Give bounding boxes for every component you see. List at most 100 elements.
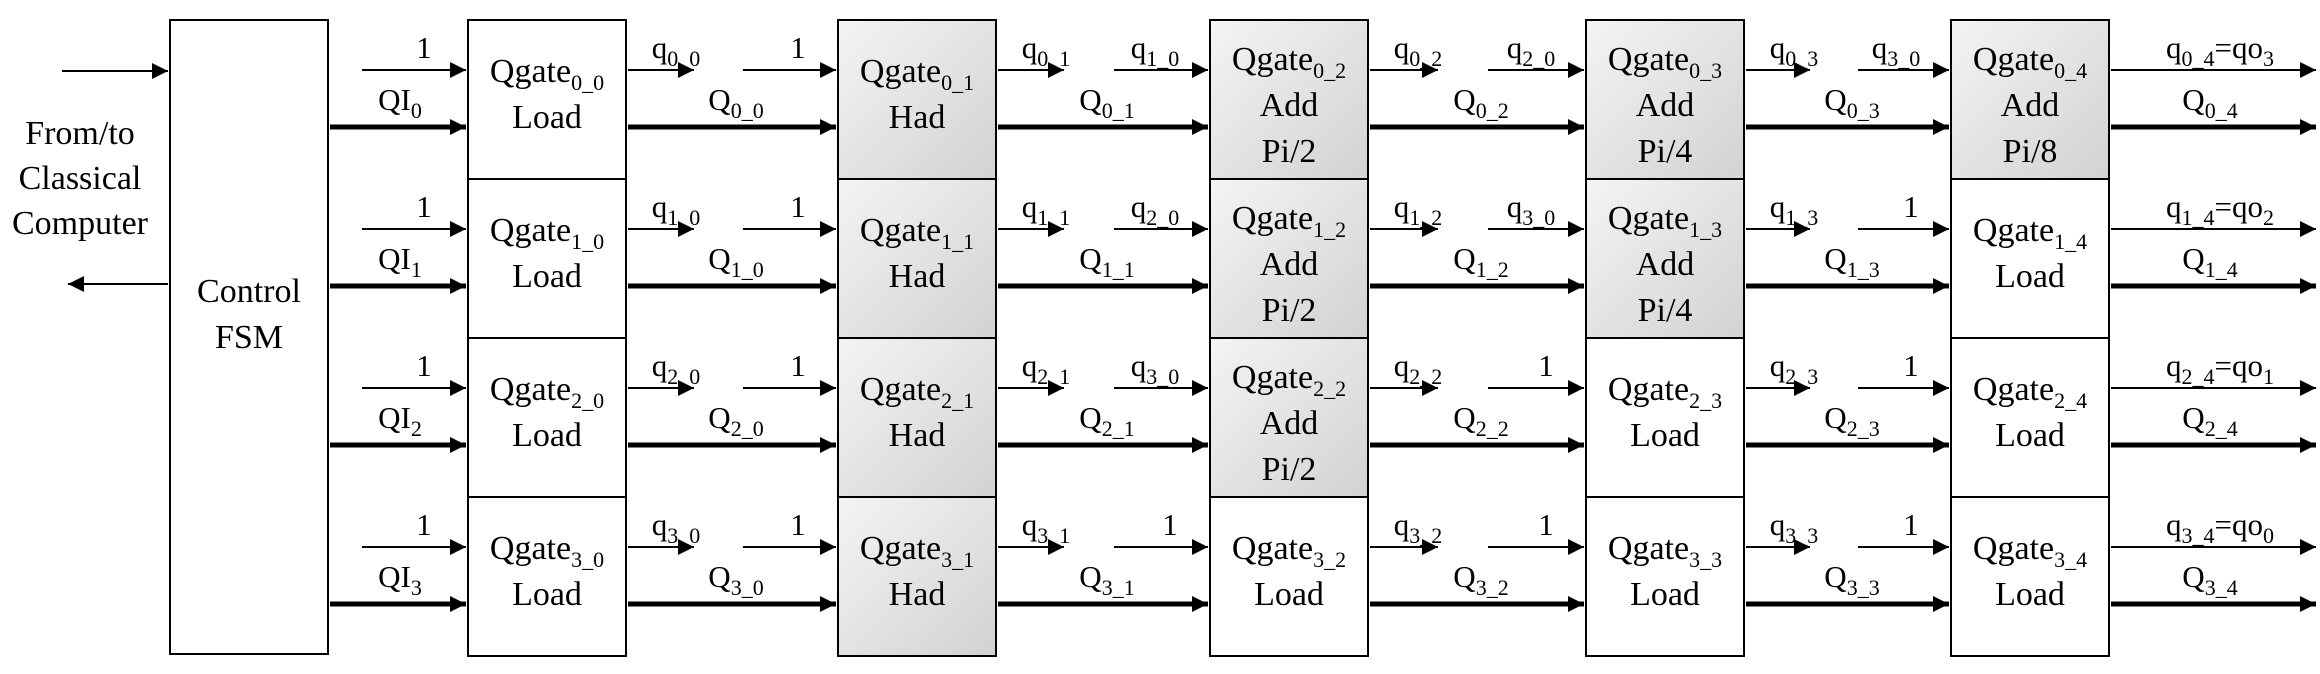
gate-name: Qgate2_3 xyxy=(1608,371,1722,413)
final-big-label-3: Q3_4 xyxy=(2182,559,2237,600)
small-output-label-2-0: q2_0 xyxy=(652,348,701,389)
gate-name: Qgate0_2 xyxy=(1232,41,1346,83)
big-output-label-3-2: Q3_2 xyxy=(1453,559,1508,600)
small-output-label-2-3: q2_3 xyxy=(1770,348,1819,389)
small-output-label-1-1: q1_1 xyxy=(1022,189,1071,230)
gate-name: Qgate0_4 xyxy=(1973,41,2087,83)
gate-operation: Add xyxy=(1260,246,1319,283)
input-one-label-2: 1 xyxy=(416,348,432,383)
small-input-label-2-3: 1 xyxy=(1538,348,1554,383)
small-input-label-0-2: q1_0 xyxy=(1131,30,1180,71)
gate-operation: Pi/4 xyxy=(1638,292,1693,329)
small-output-label-0-0: q0_0 xyxy=(652,30,701,71)
final-q-label-1: q1_4=qo2 xyxy=(2166,189,2274,230)
small-input-label-1-3: q3_0 xyxy=(1507,189,1556,230)
gate-operation: Pi/4 xyxy=(1638,133,1693,170)
small-input-label-1-4: 1 xyxy=(1903,189,1919,224)
classical-computer-label: From/to Classical Computer xyxy=(12,115,149,242)
small-output-label-3-0: q3_0 xyxy=(652,507,701,548)
small-output-label-3-2: q3_2 xyxy=(1394,507,1443,548)
gate-name: Qgate1_0 xyxy=(490,212,604,254)
small-output-label-0-1: q0_1 xyxy=(1022,30,1071,71)
gate-operation: Load xyxy=(1630,576,1700,613)
gate-operation: Load xyxy=(512,258,582,295)
big-output-label-1-1: Q1_1 xyxy=(1079,241,1134,282)
gate-operation: Load xyxy=(1995,576,2065,613)
big-output-label-2-2: Q2_2 xyxy=(1453,400,1508,441)
small-output-label-2-1: q2_1 xyxy=(1022,348,1071,389)
gate-name: Qgate3_1 xyxy=(860,530,974,572)
side-line-2: Computer xyxy=(12,205,149,242)
gate-name: Qgate3_3 xyxy=(1608,530,1722,572)
gate-operation: Add xyxy=(2001,87,2060,124)
gate-operation: Pi/2 xyxy=(1262,292,1317,329)
small-input-label-3-4: 1 xyxy=(1903,507,1919,542)
small-input-label-3-3: 1 xyxy=(1538,507,1554,542)
gate-operation: Load xyxy=(1630,417,1700,454)
gate-operation: Add xyxy=(1636,87,1695,124)
gate-operation: Had xyxy=(889,576,946,613)
big-output-label-2-3: Q2_3 xyxy=(1824,400,1879,441)
gate-operation: Had xyxy=(889,99,946,136)
gate-name: Qgate1_1 xyxy=(860,212,974,254)
gate-name: Qgate2_0 xyxy=(490,371,604,413)
big-output-label-2-1: Q2_1 xyxy=(1079,400,1134,441)
input-qi-label-2: QI2 xyxy=(378,400,422,441)
small-output-label-1-2: q1_2 xyxy=(1394,189,1443,230)
small-output-label-1-0: q1_0 xyxy=(652,189,701,230)
small-input-label-1-1: 1 xyxy=(790,189,806,224)
small-output-label-0-2: q0_2 xyxy=(1394,30,1443,71)
side-line-1: Classical xyxy=(19,160,142,197)
gate-name: Qgate1_4 xyxy=(1973,212,2087,254)
control-fsm-box: Control FSM xyxy=(169,19,329,655)
input-one-label-3: 1 xyxy=(416,507,432,542)
gate-array: Qgate0_0LoadQgate0_1HadQgate0_2AddPi/2Qg… xyxy=(330,19,2316,657)
big-output-label-2-0: Q2_0 xyxy=(708,400,763,441)
gate-operation: Load xyxy=(512,417,582,454)
gate-operation: Pi/8 xyxy=(2003,133,2058,170)
gate-name: Qgate1_2 xyxy=(1232,200,1346,242)
small-input-label-2-4: 1 xyxy=(1903,348,1919,383)
final-q-label-2: q2_4=qo1 xyxy=(2166,348,2274,389)
gate-name: Qgate2_2 xyxy=(1232,359,1346,401)
big-output-label-1-3: Q1_3 xyxy=(1824,241,1879,282)
input-qi-label-1: QI1 xyxy=(378,241,422,282)
gate-operation: Had xyxy=(889,417,946,454)
small-input-label-0-3: q2_0 xyxy=(1507,30,1556,71)
gate-name: Qgate0_3 xyxy=(1608,41,1722,83)
big-output-label-3-1: Q3_1 xyxy=(1079,559,1134,600)
gate-operation: Load xyxy=(1254,576,1324,613)
gate-operation: Pi/2 xyxy=(1262,133,1317,170)
gate-operation: Add xyxy=(1260,87,1319,124)
controller-line-1: FSM xyxy=(215,319,283,356)
gate-operation: Load xyxy=(1995,258,2065,295)
gate-operation: Load xyxy=(1995,417,2065,454)
controller-line-0: Control xyxy=(197,273,301,310)
final-q-label-3: q3_4=qo0 xyxy=(2166,507,2274,548)
small-input-label-2-2: q3_0 xyxy=(1131,348,1180,389)
side-line-0: From/to xyxy=(25,115,135,152)
input-one-label-1: 1 xyxy=(416,189,432,224)
small-input-label-3-1: 1 xyxy=(790,507,806,542)
gate-name: Qgate0_0 xyxy=(490,53,604,95)
small-input-label-2-1: 1 xyxy=(790,348,806,383)
gate-name: Qgate3_0 xyxy=(490,530,604,572)
big-output-label-3-0: Q3_0 xyxy=(708,559,763,600)
big-output-label-0-0: Q0_0 xyxy=(708,82,763,123)
gate-name: Qgate2_1 xyxy=(860,371,974,413)
gate-operation: Load xyxy=(512,99,582,136)
final-big-label-1: Q1_4 xyxy=(2182,241,2237,282)
